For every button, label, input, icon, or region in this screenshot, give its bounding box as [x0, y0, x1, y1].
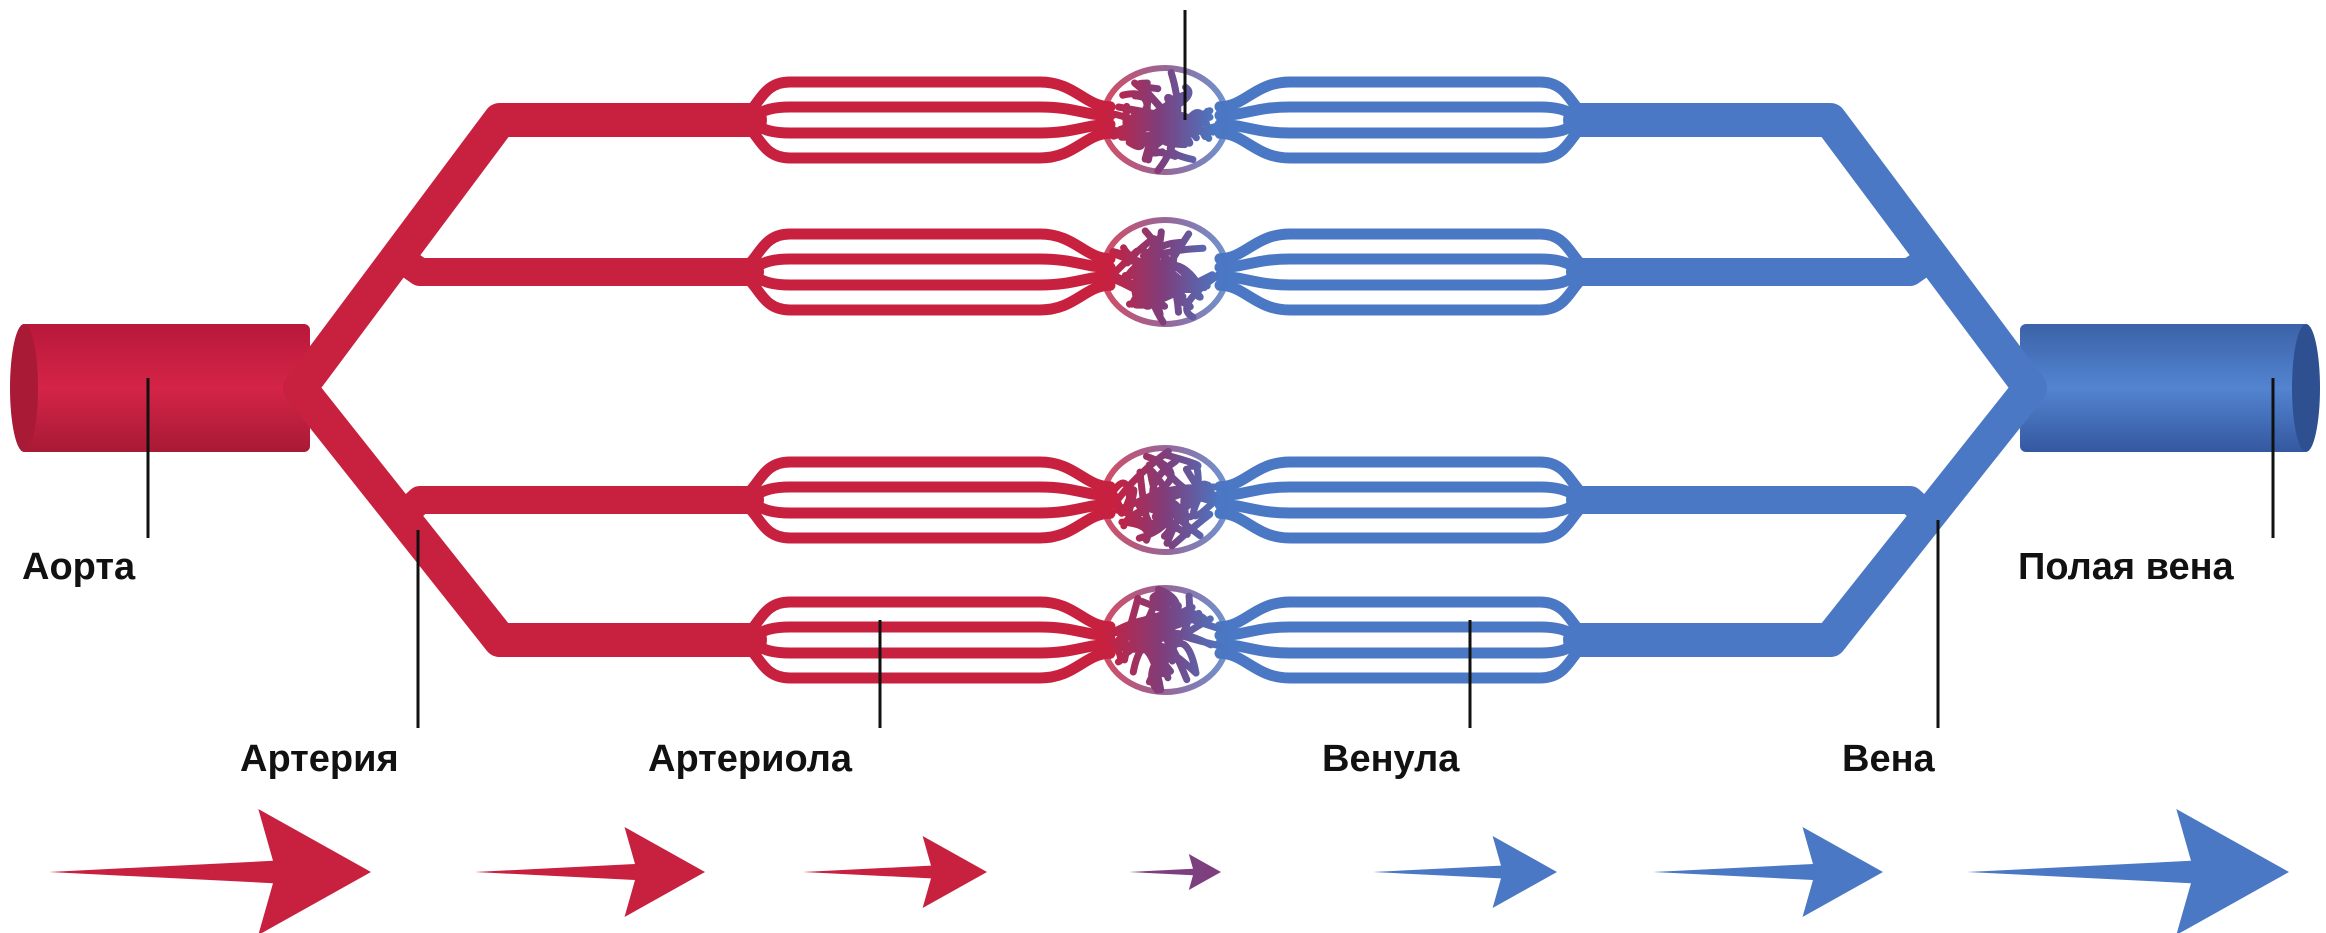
flow-arrow: [1129, 854, 1221, 890]
flow-arrow: [1373, 836, 1557, 908]
arteriole-fan: [730, 234, 1110, 310]
label-vena-cava: Полая вена: [2018, 548, 2234, 586]
label-venule: Венула: [1322, 740, 1459, 778]
flow-arrow: [1653, 827, 1883, 917]
flow-arrow: [803, 836, 987, 908]
venule-fan: [1220, 82, 1600, 158]
venule-fan: [1220, 234, 1600, 310]
artery-branches: [300, 120, 750, 640]
vena-cava-vessel: [2020, 324, 2320, 452]
arteriole-fan: [730, 462, 1110, 538]
capillary-beds: [730, 68, 1600, 692]
flow-arrows: [49, 809, 2289, 933]
label-artery: Артерия: [240, 740, 399, 778]
capillary-bed: [730, 68, 1600, 172]
label-vein: Вена: [1842, 740, 1935, 778]
arteriole-fan: [730, 602, 1110, 678]
capillary-network: [1103, 448, 1227, 552]
flow-arrow: [1967, 809, 2289, 933]
arteriole-fan: [730, 82, 1110, 158]
capillary-network: [1103, 220, 1227, 324]
aorta-vessel: [10, 324, 310, 452]
label-aorta: Аорта: [22, 548, 135, 586]
label-arteriole: Артериола: [648, 740, 852, 778]
flow-arrow: [49, 809, 371, 933]
flow-arrow: [475, 827, 705, 917]
venule-fan: [1220, 602, 1600, 678]
venule-fan: [1220, 462, 1600, 538]
capillary-bed: [730, 220, 1600, 324]
capillary-network: [1103, 588, 1227, 692]
capillary-bed: [730, 448, 1600, 552]
vein-branches: [1580, 120, 2030, 640]
capillary-network: [1103, 68, 1227, 172]
